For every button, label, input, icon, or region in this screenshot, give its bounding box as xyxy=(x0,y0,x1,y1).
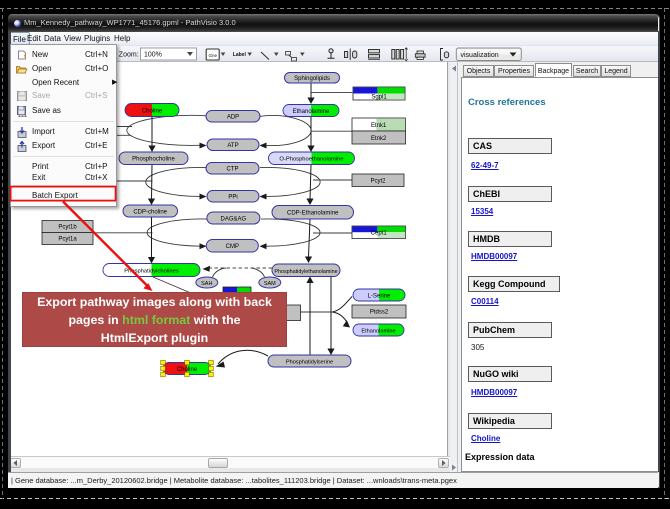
svg-text:ATP: ATP xyxy=(227,143,238,149)
svg-text:PPi: PPi xyxy=(228,195,237,201)
svg-text:Pcyt1b: Pcyt1b xyxy=(58,225,77,231)
svg-text:DAG&AG: DAG&AG xyxy=(221,216,247,222)
svg-text:Pcyt2: Pcyt2 xyxy=(370,178,386,184)
svg-text:Cept1: Cept1 xyxy=(371,231,388,237)
svg-text:CDP-Ethanolamine: CDP-Ethanolamine xyxy=(287,211,339,217)
svg-text:SAH: SAH xyxy=(201,281,212,287)
svg-text:SAM: SAM xyxy=(264,281,276,287)
svg-text:Sgpl1: Sgpl1 xyxy=(371,94,387,100)
svg-text:Label: Label xyxy=(233,52,247,58)
svg-text:Ptdss2: Ptdss2 xyxy=(370,310,389,316)
svg-text:Ethanolamine: Ethanolamine xyxy=(361,328,395,334)
svg-text:CMP: CMP xyxy=(226,244,239,250)
svg-text:Etnk1: Etnk1 xyxy=(371,123,387,129)
svg-text:Phosphatidylserine: Phosphatidylserine xyxy=(286,359,333,365)
svg-text:Phosphatidylethanolamine: Phosphatidylethanolamine xyxy=(274,269,337,275)
svg-text:100%: 100% xyxy=(144,52,162,59)
svg-text:CTP: CTP xyxy=(227,167,239,173)
svg-text:Choline: Choline xyxy=(142,108,163,114)
svg-text:Phosphatidylcholines: Phosphatidylcholines xyxy=(124,268,179,274)
svg-text:Etnk2: Etnk2 xyxy=(371,136,387,142)
svg-text:L-Serine: L-Serine xyxy=(368,293,391,299)
svg-text:visualization: visualization xyxy=(461,52,499,59)
svg-text:O-Phosphoethanolamine: O-Phosphoethanolamine xyxy=(279,157,343,163)
svg-text:Zoom:: Zoom: xyxy=(119,52,139,59)
svg-text:Gne: Gne xyxy=(208,53,217,58)
svg-text:ADP: ADP xyxy=(227,115,239,121)
svg-text:Ethanolamine: Ethanolamine xyxy=(293,109,330,115)
svg-text:CDP-choline: CDP-choline xyxy=(133,209,167,215)
svg-text:Phosphocholine: Phosphocholine xyxy=(132,157,175,163)
svg-text:Sphingolipids: Sphingolipids xyxy=(294,76,330,82)
svg-text:Pcyt1a: Pcyt1a xyxy=(58,237,77,243)
svg-text:Choline: Choline xyxy=(177,367,198,373)
